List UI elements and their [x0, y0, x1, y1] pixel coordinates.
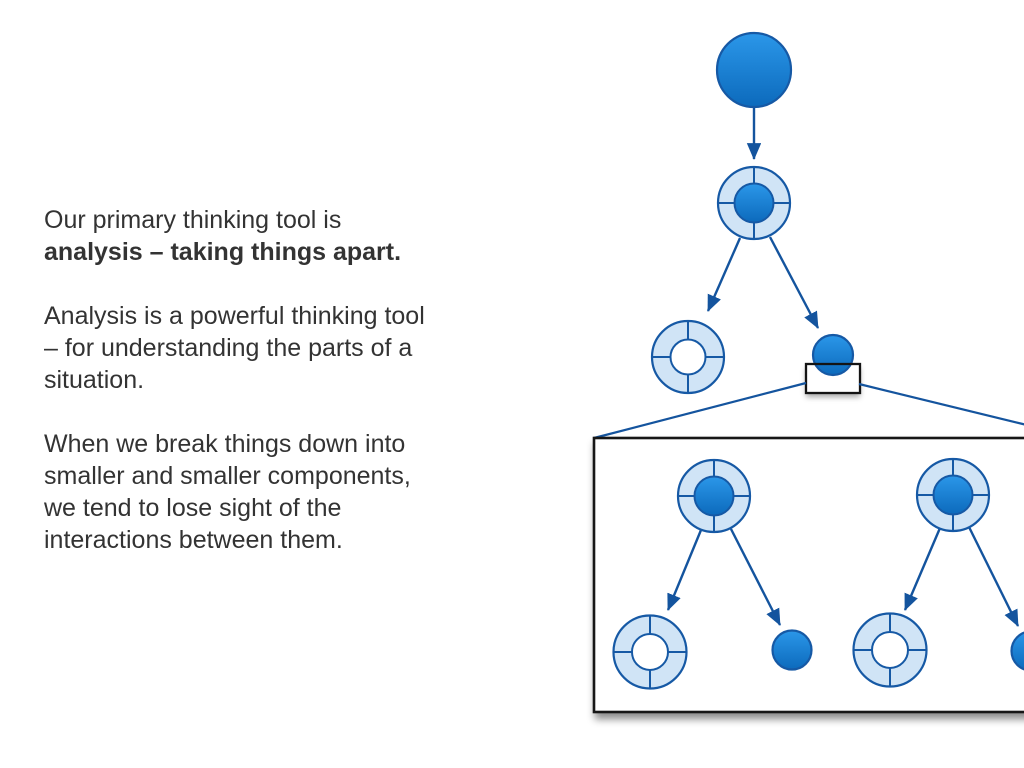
inset-subtree-2-root: [915, 457, 991, 533]
paragraph-2-line-2: – for understanding the parts of a: [44, 334, 413, 362]
inset-subtree-2: [852, 457, 1024, 688]
grandchild-ring-hole: [669, 338, 707, 376]
edge-child-to-leaf-grandchild: [768, 236, 820, 329]
inset-subtree-1-leaf-child: [771, 629, 813, 671]
paragraph-2: Analysis is a powerful thinking tool – f…: [44, 300, 544, 396]
text-panel: Our primary thinking tool is analysis – …: [44, 204, 544, 588]
paragraph-1: Our primary thinking tool is analysis – …: [44, 204, 544, 268]
paragraph-3-line-1: When we break things down into: [44, 430, 406, 458]
grandchild-ring-node: [650, 319, 726, 395]
inset-subtree-1-root: [676, 458, 752, 534]
inset-subtree-1-edge-right: [729, 528, 782, 626]
inset-subtree-1-edge-left: [666, 529, 703, 611]
inset-subtree-2-edge-right: [967, 526, 1020, 627]
paragraph-1-line-2-bold: analysis – taking things apart.: [44, 238, 402, 266]
paragraph-1-line-1: Our primary thinking tool is: [44, 206, 342, 234]
inset-subtree-2-ring-child: [852, 612, 928, 688]
inset: [592, 436, 1024, 714]
paragraph-3-line-4: interactions between them.: [44, 526, 343, 554]
inset-subtree-2-ring-child-hole: [871, 631, 909, 669]
callout-line-right: [858, 382, 1024, 426]
child-compound-node: [716, 165, 792, 241]
inset-subtree-1-root-core: [693, 475, 735, 517]
paragraph-3: When we break things down into smaller a…: [44, 428, 544, 556]
paragraph-3-line-3: we tend to lose sight of the: [44, 494, 342, 522]
inset-subtree-2-root-core: [932, 474, 974, 516]
callout-line-left: [593, 381, 807, 440]
edge-child-to-ring-grandchild: [706, 237, 742, 312]
root-node: [715, 31, 793, 109]
child-node-core: [733, 182, 775, 224]
paragraph-3-line-2: smaller and smaller components,: [44, 462, 411, 490]
main-tree: [650, 31, 862, 395]
inset-subtree-1-ring-child: [612, 614, 688, 690]
grandchild-leaf-node: [811, 333, 855, 377]
paragraph-2-line-3: situation.: [44, 366, 145, 394]
inset-subtree-1: [612, 458, 813, 690]
inset-subtree-1-ring-child-hole: [631, 633, 669, 671]
inset-subtree-2-edge-left: [903, 527, 942, 611]
zoom-source-rect: [804, 362, 862, 395]
inset-subtree-2-leaf-child: [1010, 631, 1024, 671]
paragraph-2-line-1: Analysis is a powerful thinking tool: [44, 302, 425, 330]
